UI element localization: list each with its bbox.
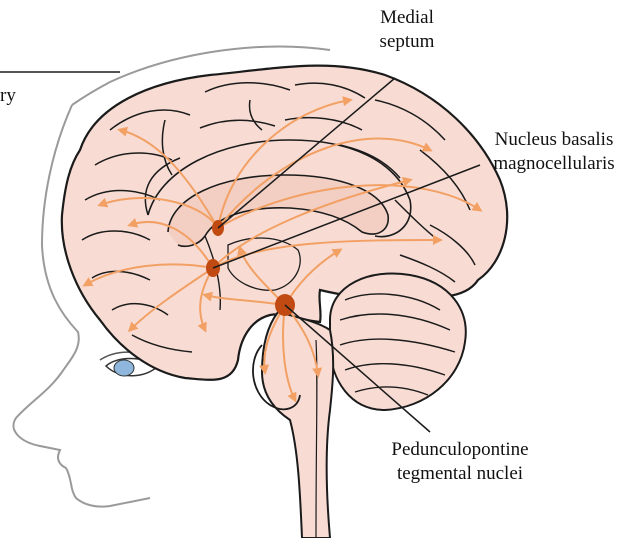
brainstem-shape: [262, 312, 333, 538]
pedunculopontine-label-line2: tegmental nuclei: [360, 462, 560, 486]
cut-off-label: ry: [0, 84, 16, 108]
pedunculopontine-label-line1: Pedunculopontine: [360, 438, 560, 462]
medial-septum-label: Medial septum: [352, 6, 462, 54]
nucleus-basalis-label: Nucleus basalis magnocellularis: [468, 128, 640, 176]
nucleus-basalis-label-line1: Nucleus basalis: [468, 128, 640, 152]
nucleus-basalis-label-line2: magnocellularis: [468, 152, 640, 176]
iris-shape: [114, 360, 134, 376]
medial-septum-label-line1: Medial: [352, 6, 462, 30]
pedunculopontine-label: Pedunculopontine tegmental nuclei: [360, 438, 560, 486]
medial-septum-label-line2: septum: [352, 30, 462, 54]
